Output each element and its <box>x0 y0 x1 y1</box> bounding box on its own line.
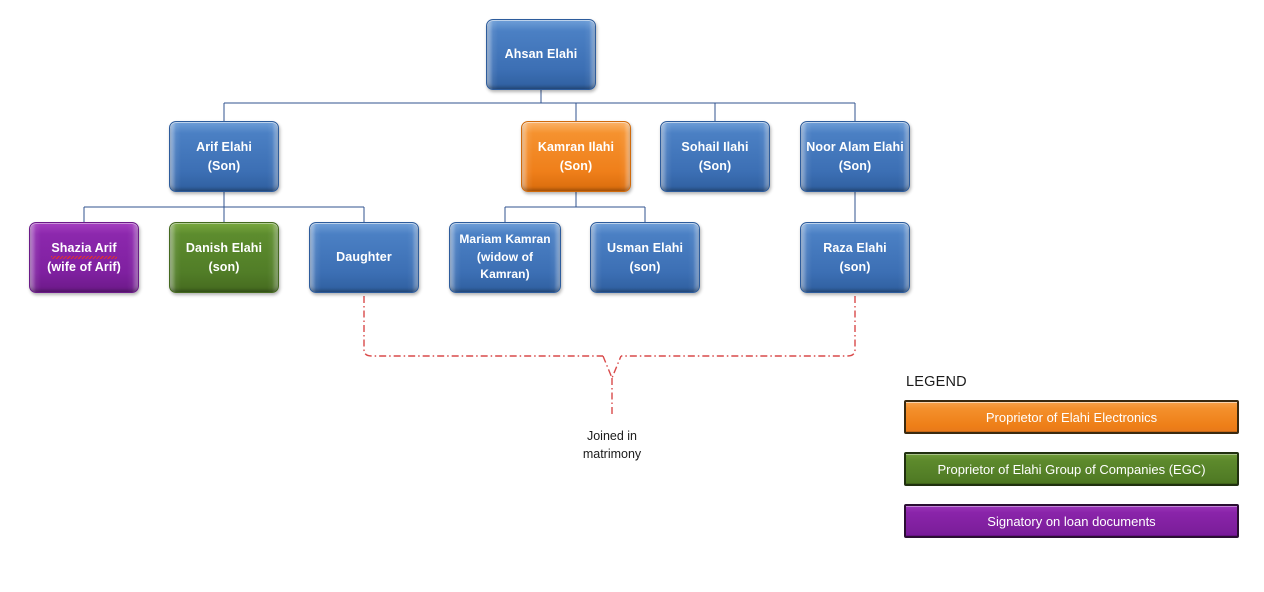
legend-item-label: Proprietor of Elahi Electronics <box>985 409 1158 425</box>
spellcheck-underline: Shazia Arif <box>51 239 117 259</box>
legend-item-elahi-electronics[interactable]: Proprietor of Elahi Electronics <box>904 400 1239 434</box>
node-label-line2: (son) <box>839 259 871 274</box>
node-danish-elahi[interactable]: Danish Elahi (son) <box>169 222 279 293</box>
node-mariam-kamran[interactable]: Mariam Kamran (widow of Kamran) <box>449 222 561 293</box>
node-label-line1: Arif Elahi <box>196 140 252 155</box>
node-label-line1: Raza Elahi <box>823 241 887 256</box>
node-label-line1: Danish Elahi <box>185 241 263 256</box>
node-label-line3: Kamran) <box>480 267 530 282</box>
node-label-line1: Kamran Ilahi <box>537 140 615 155</box>
node-label-line2: (Son) <box>698 158 732 173</box>
node-kamran-ilahi[interactable]: Kamran Ilahi (Son) <box>521 121 631 192</box>
matrimony-callout-pointer <box>602 355 622 380</box>
node-label-line2: (son) <box>629 259 661 274</box>
legend-title: LEGEND <box>906 374 967 390</box>
node-label-line2: (Son) <box>207 158 241 173</box>
node-label-line2: (wife of Arif) <box>47 259 121 274</box>
legend-item-elahi-group-of-companies[interactable]: Proprietor of Elahi Group of Companies (… <box>904 452 1239 486</box>
node-label-line1: Sohail Ilahi <box>681 140 749 155</box>
node-label-line2: (Son) <box>559 158 593 173</box>
node-ahsan-elahi[interactable]: Ahsan Elahi <box>486 19 596 90</box>
matrimony-line1: Joined in <box>586 429 638 443</box>
matrimony-annotation: Joined in matrimony <box>552 427 672 463</box>
node-daughter[interactable]: Daughter <box>309 222 419 293</box>
matrimony-line-left <box>363 296 603 357</box>
node-label-line1: Shazia Arif <box>51 239 117 259</box>
node-label-line1: Usman Elahi <box>606 241 684 256</box>
legend-item-label: Proprietor of Elahi Group of Companies (… <box>937 461 1206 477</box>
matrimony-line-right <box>621 296 856 357</box>
node-usman-elahi[interactable]: Usman Elahi (son) <box>590 222 700 293</box>
node-label-line1: Daughter <box>336 250 392 265</box>
node-label-line1: Mariam Kamran <box>459 232 551 247</box>
node-label-line2: (widow of <box>476 249 534 264</box>
legend: LEGEND Proprietor of Elahi Electronics P… <box>904 374 1244 556</box>
node-label-line1: Ahsan Elahi <box>504 47 578 62</box>
node-label-line1: Noor Alam Elahi <box>806 140 904 155</box>
legend-item-signatory-loan-documents[interactable]: Signatory on loan documents <box>904 504 1239 538</box>
node-sohail-ilahi[interactable]: Sohail Ilahi (Son) <box>660 121 770 192</box>
legend-item-label: Signatory on loan documents <box>987 513 1156 529</box>
matrimony-line2: matrimony <box>582 447 642 462</box>
node-arif-elahi[interactable]: Arif Elahi (Son) <box>169 121 279 192</box>
node-label-line2: (Son) <box>838 158 872 173</box>
node-noor-alam-elahi[interactable]: Noor Alam Elahi (Son) <box>800 121 910 192</box>
node-label-line2: (son) <box>208 259 240 274</box>
node-shazia-arif[interactable]: Shazia Arif (wife of Arif) <box>29 222 139 293</box>
node-raza-elahi[interactable]: Raza Elahi (son) <box>800 222 910 293</box>
